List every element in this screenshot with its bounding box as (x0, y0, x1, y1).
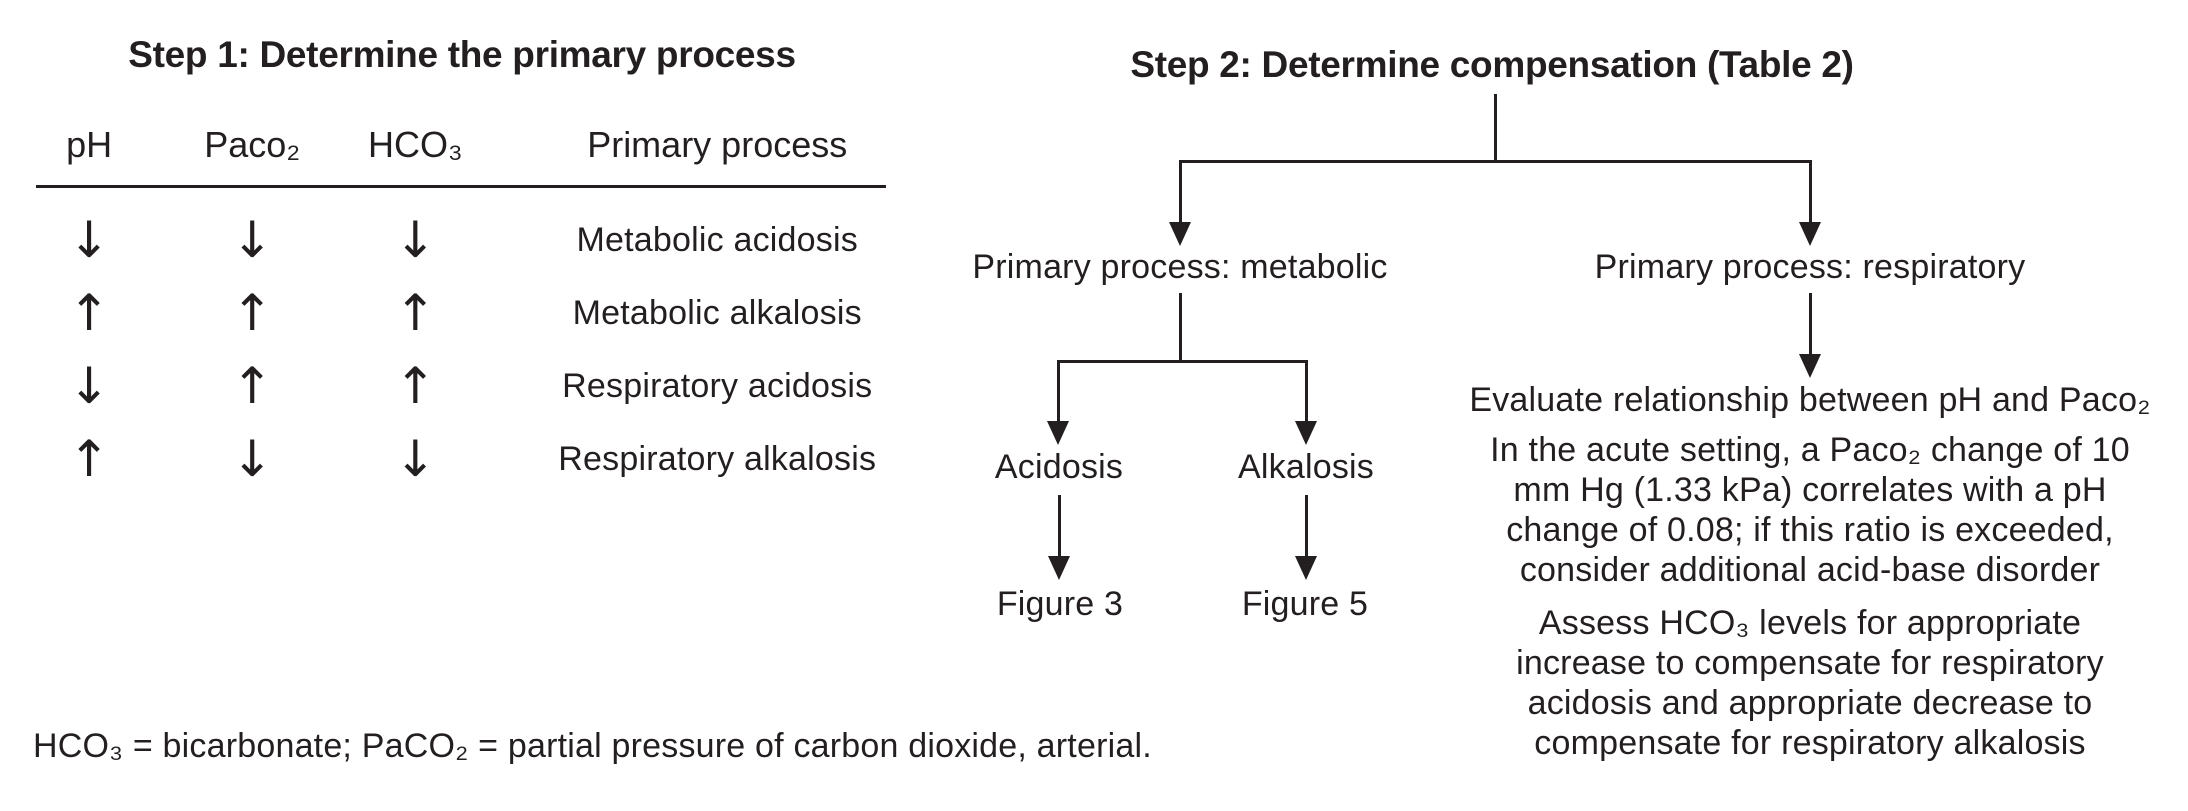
arrow-down-icon (1048, 495, 1070, 580)
metabolic-branch-label: Primary process: metabolic (972, 248, 1388, 286)
arrow-down-icon (1169, 160, 1191, 246)
arrow-down-icon (1295, 360, 1317, 445)
ph-arrow-icon: ↑ (68, 284, 111, 342)
primary-process-label: Respiratory acidosis (562, 366, 873, 405)
paco2-arrow-icon: ↑ (231, 284, 274, 342)
col-header-hco3: HCO₃ (368, 124, 463, 165)
primary-process-label: Metabolic acidosis (576, 220, 858, 259)
acute-setting-note: In the acute setting, a Paco₂ change of … (1490, 431, 2130, 589)
hco3-arrow-icon: ↑ (394, 357, 437, 415)
hco3-arrow-icon: ↓ (394, 211, 437, 269)
paco2-arrow-icon: ↓ (231, 211, 274, 269)
hco3-arrow-icon: ↑ (394, 284, 437, 342)
ph-arrow-icon: ↓ (68, 357, 111, 415)
connector-branch-line (1179, 160, 1812, 163)
primary-process-label: Metabolic alkalosis (572, 293, 862, 332)
ph-arrow-icon: ↑ (68, 430, 111, 488)
table-header-row: pH Paco₂ HCO₃ Primary process (10, 120, 910, 170)
paco2-arrow-icon: ↓ (231, 430, 274, 488)
hco3-arrow-icon: ↓ (394, 430, 437, 488)
evaluate-relationship-text: Evaluate relationship between pH and Pac… (1469, 381, 2151, 419)
respiratory-branch-label: Primary process: respiratory (1594, 248, 2026, 286)
connector-stem-line (1494, 94, 1497, 163)
connector-branch-line (1057, 360, 1308, 363)
step1-title: Step 1: Determine the primary process (128, 34, 796, 75)
figure3-reference-label: Figure 3 (996, 585, 1124, 623)
col-header-paco2: Paco₂ (204, 124, 301, 165)
alkalosis-node-label: Alkalosis (1238, 448, 1374, 486)
col-header-primary-process: Primary process (587, 124, 848, 165)
arrow-down-icon (1799, 293, 1821, 378)
arrow-down-icon (1295, 495, 1317, 580)
connector-stem-line (1179, 293, 1182, 360)
abbreviation-footnote: HCO₃ = bicarbonate; PaCO₂ = partial pres… (33, 727, 1152, 765)
ph-arrow-icon: ↓ (68, 211, 111, 269)
arrow-down-icon (1799, 160, 1821, 246)
acidosis-node-label: Acidosis (994, 448, 1124, 486)
table-header-rule (36, 185, 886, 188)
table-row: ↑ ↓ ↓ Respiratory alkalosis (10, 429, 910, 489)
figure5-reference-label: Figure 5 (1241, 585, 1369, 623)
table-row: ↓ ↓ ↓ Metabolic acidosis (10, 210, 910, 270)
primary-process-label: Respiratory alkalosis (558, 439, 877, 478)
paco2-arrow-icon: ↑ (231, 357, 274, 415)
step2-title: Step 2: Determine compensation (Table 2) (1130, 44, 1854, 85)
table-row: ↑ ↑ ↑ Metabolic alkalosis (10, 283, 910, 343)
assess-hco3-note: Assess HCO₃ levels for appropriate incre… (1516, 604, 2104, 762)
arrow-down-icon (1047, 360, 1069, 445)
respiratory-guidance-block: Evaluate relationship between pH and Pac… (1422, 380, 2188, 763)
table-row: ↓ ↑ ↑ Respiratory acidosis (10, 356, 910, 416)
col-header-ph: pH (66, 124, 113, 165)
